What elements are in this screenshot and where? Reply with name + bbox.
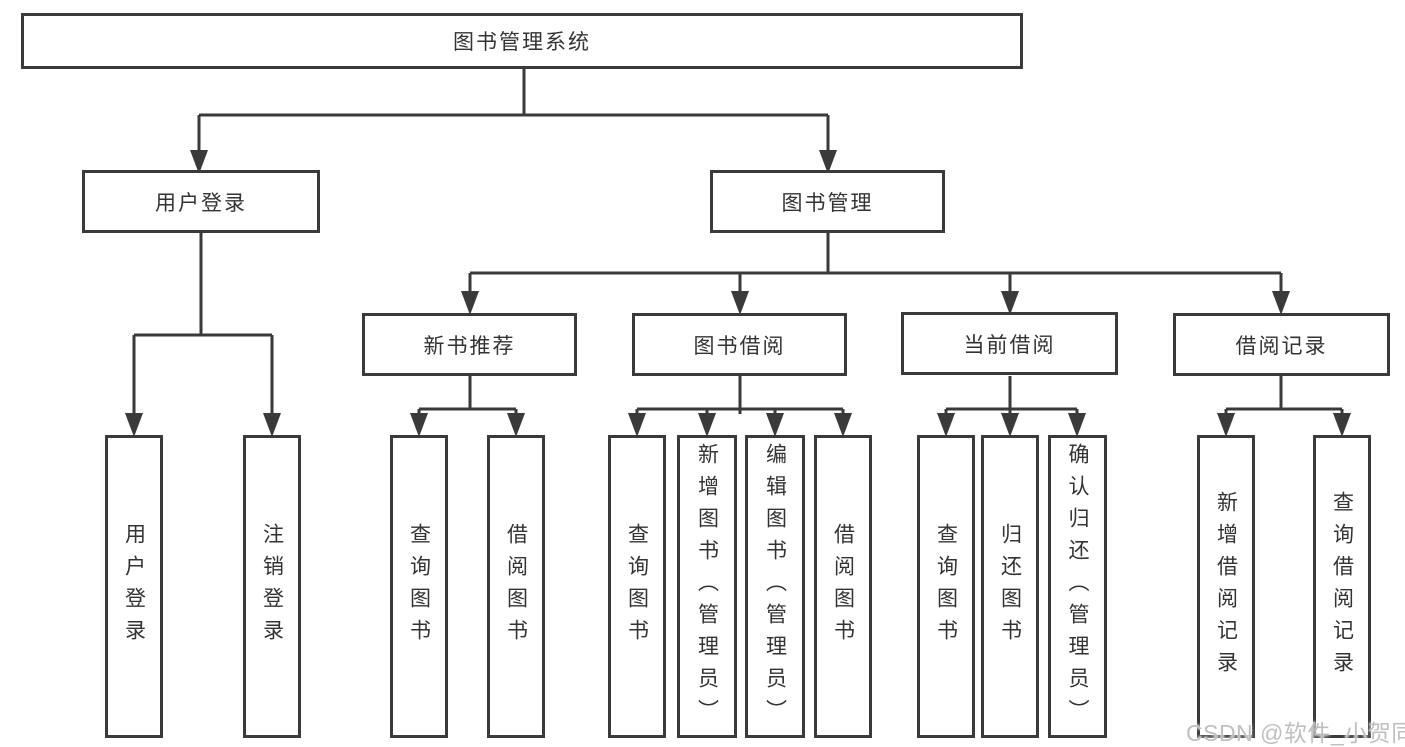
leaf-user-login: 用户登录: [105, 435, 163, 738]
connector-borrowing-records-children: [1217, 376, 1351, 437]
leaf-edit-books-admin-label: 编辑图书（管理员）: [763, 443, 787, 731]
leaf-borrow-books-recommend-label: 借阅图书: [504, 522, 528, 651]
node-borrowing-records-label: 借阅记录: [1235, 334, 1328, 358]
leaf-return-books-label: 归还图书: [998, 522, 1022, 651]
node-book-borrowing: 图书借阅: [632, 313, 847, 376]
leaf-borrow-books: 借阅图书: [814, 435, 872, 738]
connector-book-borrowing-children: [628, 376, 852, 437]
watermark: CSDN @软件_小贺同学: [1186, 720, 1405, 746]
leaf-query-books-recommend: 查询图书: [390, 435, 448, 738]
leaf-logout: 注销登录: [243, 435, 301, 738]
leaf-return-books: 归还图书: [981, 435, 1039, 738]
leaf-borrow-books-recommend: 借阅图书: [487, 435, 545, 738]
node-current-borrowing: 当前借阅: [901, 312, 1118, 375]
leaf-add-borrow-record: 新增借阅记录: [1197, 435, 1255, 738]
leaf-add-books-admin-label: 新增图书（管理员）: [695, 443, 719, 731]
leaf-add-borrow-record-label: 新增借阅记录: [1214, 490, 1238, 683]
node-book-management: 图书管理: [710, 170, 945, 233]
leaf-logout-label: 注销登录: [260, 522, 284, 651]
node-root-label: 图书管理系统: [453, 31, 591, 54]
leaf-query-books-borrowing: 查询图书: [608, 435, 666, 738]
connector-new-book-recommend-children: [410, 376, 525, 437]
leaf-user-login-label: 用户登录: [122, 522, 146, 651]
leaf-query-books-current-label: 查询图书: [934, 522, 958, 651]
connector-root-to-level2: [190, 69, 837, 174]
leaf-query-books-current: 查询图书: [917, 435, 975, 738]
node-root: 图书管理系统: [21, 13, 1023, 69]
node-user-login: 用户登录: [82, 170, 320, 233]
connector-book-management-children: [461, 233, 1290, 315]
connector-user-login-children: [125, 233, 281, 437]
leaf-query-borrow-record-label: 查询借阅记录: [1330, 490, 1354, 683]
node-book-management-label: 图书管理: [781, 191, 874, 215]
node-book-borrowing-label: 图书借阅: [693, 334, 786, 358]
node-new-book-recommend-label: 新书推荐: [423, 334, 516, 358]
node-current-borrowing-label: 当前借阅: [963, 333, 1056, 357]
leaf-query-books-recommend-label: 查询图书: [407, 522, 431, 651]
leaf-query-borrow-record: 查询借阅记录: [1313, 435, 1371, 738]
leaf-edit-books-admin: 编辑图书（管理员）: [745, 435, 805, 738]
leaf-confirm-return-admin: 确认归还（管理员）: [1048, 435, 1107, 738]
leaf-borrow-books-label: 借阅图书: [831, 522, 855, 651]
node-user-login-label: 用户登录: [155, 191, 247, 215]
node-new-book-recommend: 新书推荐: [362, 313, 577, 376]
leaf-add-books-admin: 新增图书（管理员）: [677, 435, 737, 738]
node-borrowing-records: 借阅记录: [1173, 313, 1390, 376]
connector-current-borrowing-children: [937, 376, 1086, 437]
leaf-confirm-return-admin-label: 确认归还（管理员）: [1066, 443, 1089, 731]
leaf-query-books-borrowing-label: 查询图书: [625, 522, 649, 651]
